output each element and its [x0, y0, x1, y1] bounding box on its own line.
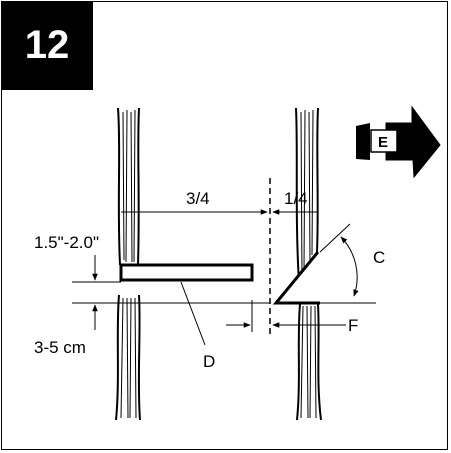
left-trunk: [115, 107, 141, 421]
d-label: D: [203, 352, 215, 371]
e-label-box: [370, 129, 398, 153]
notch-angle-line: [319, 223, 351, 253]
e-label: E: [378, 134, 388, 151]
inch-measure-label: 1.5"-2.0": [34, 233, 99, 252]
three-quarter-label: 3/4: [186, 189, 210, 208]
one-quarter-label: 1/4: [284, 189, 308, 208]
c-label: C: [373, 248, 385, 267]
felling-direction-arrow: E: [356, 105, 441, 179]
back-cut: [119, 263, 254, 282]
notch-cut: [272, 251, 320, 305]
d-leader-line: [180, 281, 206, 346]
figure-number-badge: 12: [1, 1, 93, 90]
cm-measure-label: 3-5 cm: [34, 338, 86, 357]
angle-arc: [340, 236, 359, 297]
f-label: F: [348, 316, 358, 335]
